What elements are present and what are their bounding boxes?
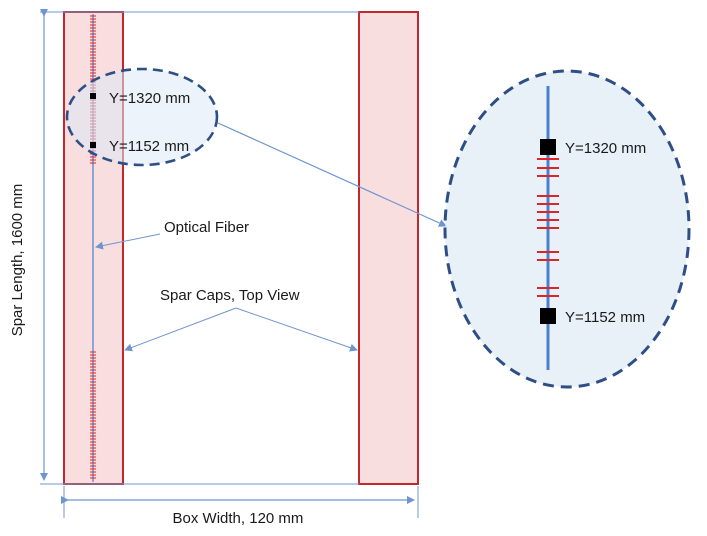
sensor-marker-1320-zoom [540,139,556,155]
y1152-label-small: Y=1152 mm [109,138,189,155]
detail-ellipse-small [65,67,219,167]
spar-caps-label: Spar Caps, Top View [160,287,300,304]
zoom-fiber-gratings [537,158,559,297]
y1320-label-zoom: Y=1320 mm [565,140,646,157]
optical-fiber-label: Optical Fiber [164,219,249,236]
box-width-label: Box Width, 120 mm [173,510,304,527]
y1320-label-small: Y=1320 mm [109,90,190,107]
detail-ellipse-zoom [443,69,691,389]
zoom-connector-arrow [217,122,447,227]
sensor-marker-1320-small [90,93,96,99]
spar-caps-pointer-right [235,307,358,352]
spar-length-label: Spar Length, 1600 mm [9,184,26,337]
y1152-label-zoom: Y=1152 mm [565,309,645,326]
fiber-gratings-bottom [90,351,96,479]
optical-fiber-pointer [95,233,161,250]
sensor-marker-1152-zoom [540,308,556,324]
spar-caps-pointer-left [124,307,237,352]
sensor-marker-1152-small [90,142,96,148]
right-spar-cap [358,11,419,485]
